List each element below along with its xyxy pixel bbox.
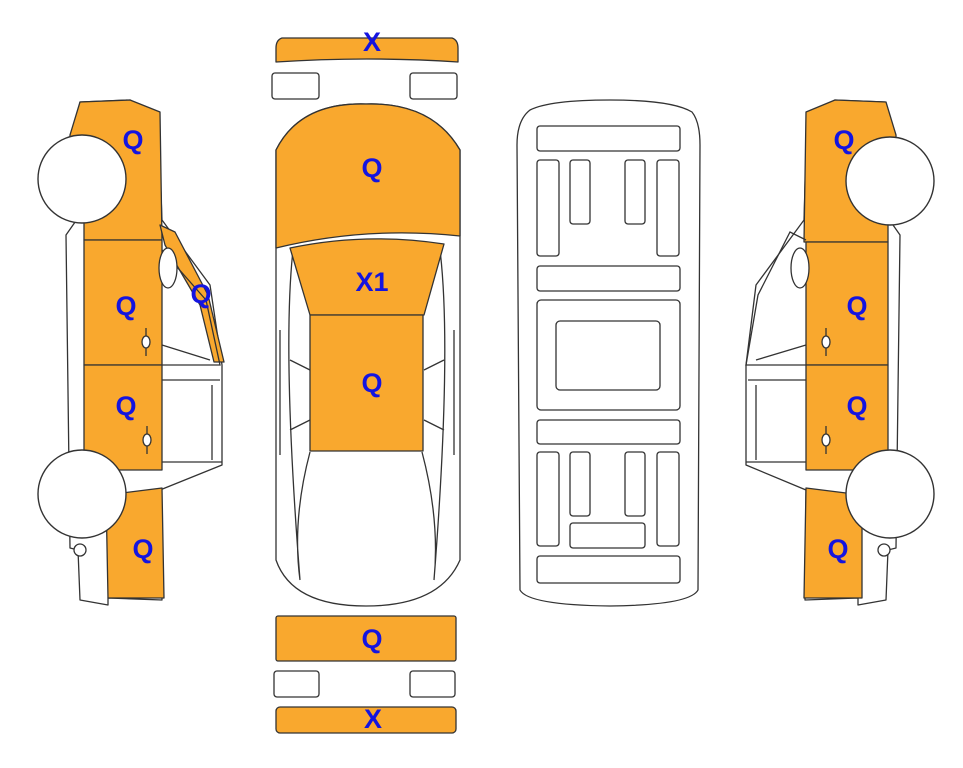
top-rear-bumper-upper-code: Q bbox=[361, 624, 382, 654]
top-rear-bumper-lower-code: X bbox=[364, 704, 382, 734]
top-rear-light-right bbox=[409, 670, 456, 698]
right-front-door-code: Q bbox=[846, 291, 867, 321]
right-window-lines bbox=[745, 231, 807, 463]
underside-front-crossmember bbox=[536, 125, 681, 152]
underside-rear-tank bbox=[569, 522, 646, 549]
underside-front-tunnel-right bbox=[624, 159, 646, 225]
left-window-lines bbox=[161, 249, 222, 463]
top-roof-code: Q bbox=[361, 368, 382, 398]
left-front-fender-code: Q bbox=[122, 125, 143, 155]
top-roof-panel[interactable] bbox=[309, 314, 424, 452]
underside-front-rail-right bbox=[656, 159, 680, 257]
left-rear-door-code: Q bbox=[115, 391, 136, 421]
left-side-view: Q Q Q Q Q bbox=[37, 99, 225, 606]
left-rear-door-handle-icon bbox=[142, 426, 152, 454]
top-hood-panel[interactable] bbox=[275, 103, 461, 249]
underside-front-rail-left bbox=[536, 159, 560, 257]
underside-rear-tunnel-left bbox=[569, 451, 591, 517]
right-front-wheel-icon bbox=[845, 136, 935, 226]
left-rear-wheel-icon bbox=[37, 449, 127, 539]
top-front-light-right bbox=[409, 72, 458, 100]
underside-view bbox=[516, 99, 701, 607]
right-mirror bbox=[790, 247, 810, 289]
top-hood-code: Q bbox=[361, 153, 382, 183]
top-front-bumper-panel[interactable] bbox=[275, 37, 459, 63]
left-tail-lamp bbox=[73, 543, 87, 557]
underside-front-tunnel-left bbox=[569, 159, 591, 225]
left-front-door-code: Q bbox=[115, 291, 136, 321]
right-tail-lamp bbox=[877, 543, 891, 557]
right-rear-wheel-icon bbox=[845, 449, 935, 539]
left-rear-quarter-code: Q bbox=[132, 534, 153, 564]
underside-rear-rail-right bbox=[656, 451, 680, 547]
underside-rear-rail-left bbox=[536, 451, 560, 547]
left-front-door-handle-icon bbox=[141, 328, 151, 356]
right-rear-door-handle-icon bbox=[821, 426, 831, 454]
underside-rear-crossmember bbox=[536, 419, 681, 445]
underside-rear-tunnel-right bbox=[624, 451, 646, 517]
top-view: X Q X1 Q Q X bbox=[271, 27, 461, 734]
right-rear-quarter-code: Q bbox=[827, 534, 848, 564]
top-windshield-code: X1 bbox=[355, 267, 388, 297]
top-rear-light-left bbox=[273, 670, 320, 698]
right-rear-quarter-panel[interactable] bbox=[803, 487, 863, 599]
right-front-fender-code: Q bbox=[833, 125, 854, 155]
left-front-wheel-icon bbox=[37, 134, 127, 224]
right-front-door-handle-icon bbox=[821, 328, 831, 356]
top-rear-bumper-upper-panel[interactable] bbox=[275, 615, 457, 662]
left-rear-door-panel[interactable] bbox=[83, 364, 163, 471]
underside-mid-crossmember bbox=[536, 265, 681, 292]
right-rear-door-code: Q bbox=[846, 391, 867, 421]
top-front-light-left bbox=[271, 72, 320, 100]
left-a-pillar-code: Q bbox=[190, 279, 211, 309]
left-mirror bbox=[158, 247, 178, 289]
top-body-inner-lines bbox=[279, 249, 455, 581]
underside-center-pan bbox=[555, 320, 661, 391]
top-windshield-panel[interactable] bbox=[289, 238, 445, 316]
right-side-view: Q Q Q Q bbox=[745, 99, 935, 606]
underside-rear-bumper-beam bbox=[536, 555, 681, 584]
top-front-bumper-code: X bbox=[363, 27, 381, 57]
top-rear-bumper-lower-panel[interactable] bbox=[275, 706, 457, 734]
